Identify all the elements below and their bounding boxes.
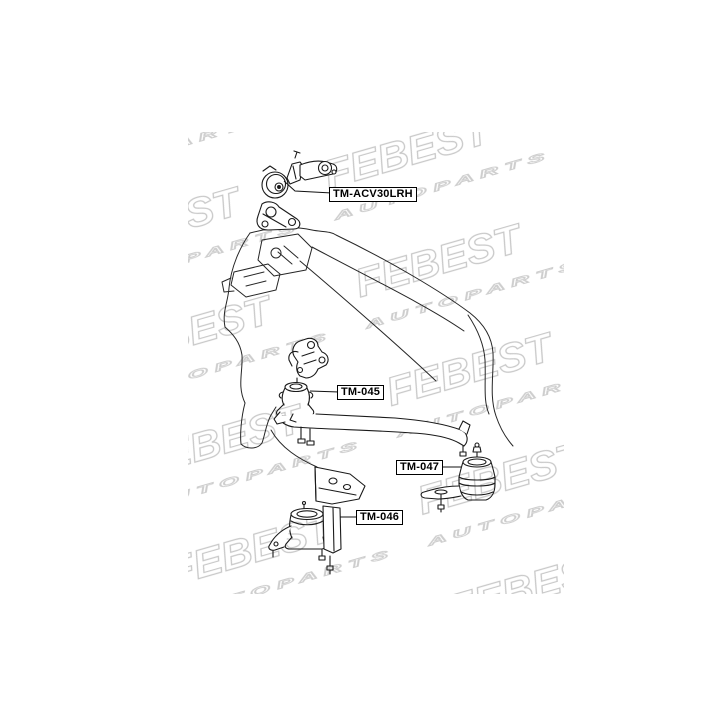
leader-line-tm-045 <box>309 390 340 393</box>
part-drawing-tm-046 <box>268 466 366 575</box>
part-label-tm-047: TM-047 <box>396 460 444 475</box>
part-label-tm-046: TM-046 <box>356 510 404 525</box>
part-label-tm-045: TM-045 <box>337 385 385 400</box>
engine-outline <box>221 227 514 468</box>
leader-line-tm-acv30lrh <box>283 180 333 194</box>
part-drawing-tm-045 <box>273 337 471 457</box>
part-drawing-tm-acv30lrh <box>256 150 338 231</box>
part-drawing-tm-047 <box>420 442 496 513</box>
part-label-tm-acv30lrh: TM-ACV30LRH <box>329 187 417 202</box>
